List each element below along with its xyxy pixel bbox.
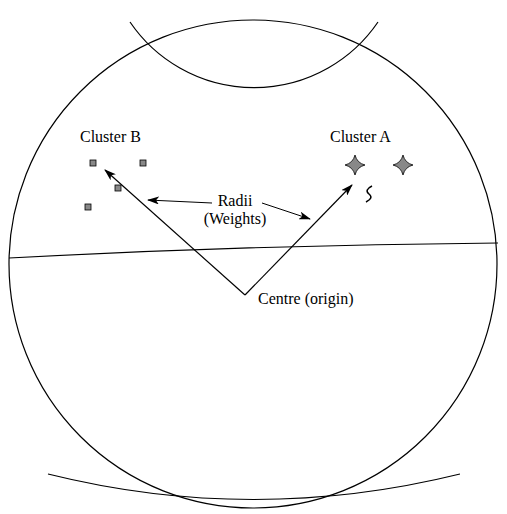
top-latitude	[130, 22, 378, 88]
centre-label: Centre (origin)	[258, 290, 398, 308]
pointer-line	[262, 203, 310, 219]
radius-line	[245, 185, 352, 295]
star-point	[345, 155, 365, 175]
squiggle-point	[366, 186, 372, 202]
bottom-latitude	[48, 474, 460, 500]
star-point	[393, 155, 413, 175]
cluster-point	[140, 160, 146, 166]
equator	[9, 243, 498, 258]
pointer-line	[148, 200, 212, 203]
cluster-point	[115, 185, 121, 191]
cluster-point	[90, 160, 96, 166]
cluster-point	[85, 204, 91, 210]
radius-line	[105, 170, 245, 295]
sphere-outline	[9, 20, 497, 508]
cluster-label: Cluster A	[330, 128, 410, 146]
cluster-label: Cluster B	[80, 128, 160, 146]
radii-label: Radii (Weights)	[190, 192, 280, 228]
